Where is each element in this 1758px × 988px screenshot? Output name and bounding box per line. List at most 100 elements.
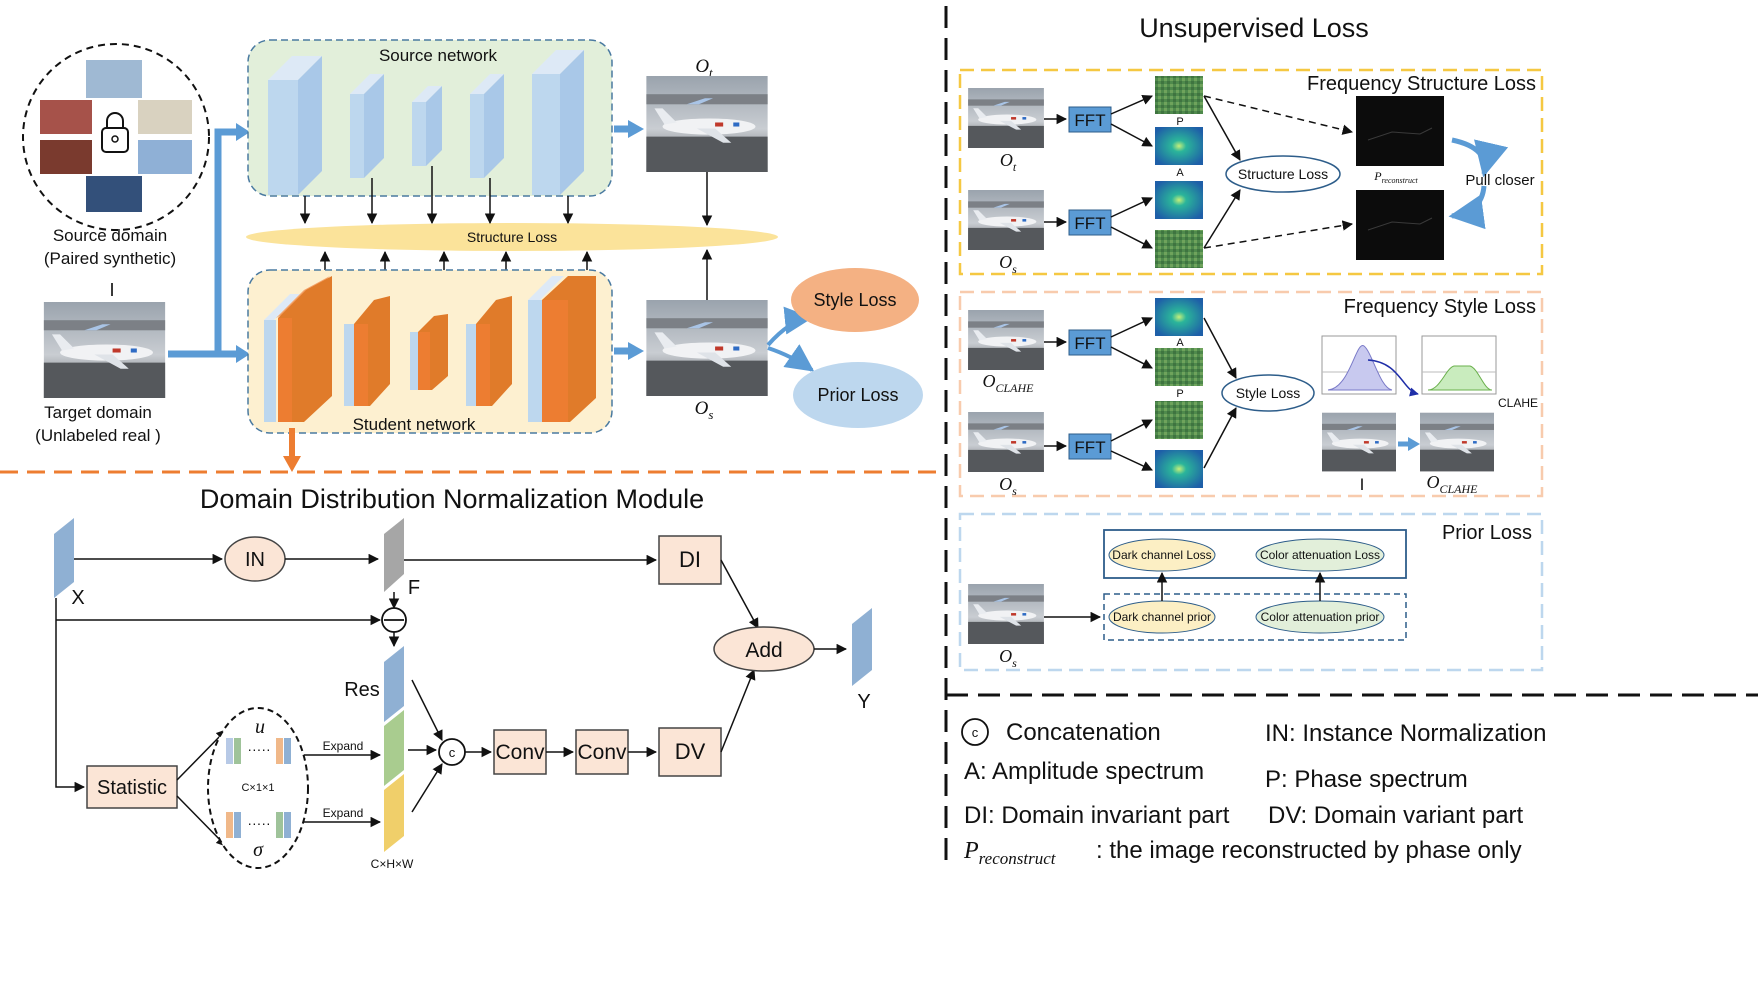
source-layer-3 (412, 86, 442, 102)
target-i-label: I (109, 280, 114, 300)
legend-p: P: Phase spectrum (1265, 766, 1468, 793)
conv-label-2: Conv (577, 741, 627, 764)
fft-label-2: FFT (1074, 214, 1105, 233)
p-reconstruct-image-1 (1356, 96, 1444, 166)
lock-icon (101, 112, 129, 153)
clahe-label: CLAHE (1498, 396, 1538, 410)
style-loss-ellipse (791, 268, 919, 332)
prior-os-image (968, 584, 1044, 644)
fstyle-a-label: A (1176, 337, 1184, 349)
dv-label: DV (675, 739, 706, 764)
source-layer-4 (470, 74, 504, 94)
fft-box-4 (1068, 433, 1112, 460)
legend-in: IN: Instance Normalization (1265, 720, 1546, 747)
fsl-os-label: Os (999, 252, 1017, 276)
fft-box-2 (1068, 209, 1112, 236)
fstyle-box (958, 290, 1544, 498)
fft-box-1 (1068, 106, 1112, 133)
sigma-expanded-feature (384, 774, 404, 852)
source-network-label: Source network (379, 46, 498, 65)
fsl-structure-loss-label: Structure Loss (1238, 166, 1328, 182)
u-expanded-feature (384, 710, 404, 786)
target-unlabeled-label: (Unlabeled real ) (35, 426, 161, 445)
fsl-title: Frequency Structure Loss (1307, 73, 1536, 95)
fsl-box (958, 68, 1544, 276)
dark-channel-loss-label: Dark channel Loss (1112, 548, 1211, 562)
prior-loss-panel: Prior Loss Os Dark channel Loss Color at… (958, 512, 1544, 672)
expand-label-2: Expand (323, 806, 364, 820)
pull-closer-label: Pull closer (1465, 172, 1534, 189)
source-image-2 (40, 100, 92, 134)
target-domain-group: I Target domain (Unlabeled real ) (35, 280, 165, 445)
source-layer-1 (268, 56, 322, 80)
di-box (658, 535, 722, 585)
fsl-ot-label: Ot (1000, 150, 1017, 174)
amplitude-spectrum-clahe (1155, 298, 1203, 336)
blue-arrow-head-student (236, 345, 250, 363)
legend-precon-def: : the image reconstructed by phase only (1096, 837, 1522, 864)
output-ot-image (646, 76, 767, 172)
source-image-3 (138, 100, 192, 134)
prior-loss-ellipse (793, 362, 923, 428)
clahe-input-image (1322, 413, 1396, 472)
x-feature (54, 518, 74, 598)
unsupervised-loss-title: Unsupervised Loss (1139, 13, 1369, 43)
source-paired-label: (Paired synthetic) (44, 249, 176, 268)
legend-precon-symbol: Preconstruct (963, 838, 1057, 868)
fstyle-title: Frequency Style Loss (1344, 296, 1536, 318)
sigma-channels (226, 812, 291, 838)
student-network-label: Student network (353, 415, 476, 434)
fsl-os-image (968, 190, 1044, 250)
clahe-i-label: I (1360, 475, 1365, 494)
res-feature (384, 646, 404, 722)
histogram-mapping-arrow (1367, 359, 1419, 397)
concat-c: c (449, 745, 456, 760)
clahe-oclahe-label: OCLAHE (1426, 472, 1478, 496)
phase-spectrum-ot (1155, 76, 1203, 114)
structure-loss-ellipse (246, 223, 778, 251)
target-domain-label: Target domain (44, 403, 152, 422)
dark-channel-prior-label: Dark channel prior (1113, 610, 1211, 624)
pull-closer-arrow-top (1451, 137, 1509, 178)
u-channels (226, 738, 291, 764)
fft-label-1: FFT (1074, 111, 1105, 130)
di-label: DI (679, 547, 701, 572)
fsl-a-label-1: A (1176, 167, 1184, 179)
legend-di: DI: Domain invariant part (964, 802, 1230, 829)
sigma-dots: ····· (247, 815, 270, 831)
clahe-output-image (1420, 413, 1494, 472)
fsl-p-label-1: P (1176, 116, 1183, 128)
color-atten-prior-label: Color attenuation prior (1261, 610, 1380, 624)
phase-spectrum-os (1155, 230, 1203, 268)
source-image-5 (138, 140, 192, 174)
chw-label: C×H×W (371, 857, 414, 871)
fstyle-os-label: Os (999, 474, 1017, 498)
structure-loss-label: Structure Loss (467, 229, 557, 245)
amplitude-spectrum-os-style (1155, 450, 1203, 488)
x-label: X (71, 587, 84, 609)
conv-label-1: Conv (495, 741, 545, 764)
blue-arrow-to-ot (628, 120, 644, 138)
prior-os-label: Os (999, 646, 1017, 670)
concat-legend-icon (961, 718, 989, 746)
phase-spectrum-clahe (1155, 348, 1203, 386)
legend-a: A: Amplitude spectrum (964, 758, 1204, 785)
u-label: u (255, 716, 265, 738)
prior-title: Prior Loss (1442, 522, 1532, 544)
in-label: IN (245, 549, 265, 571)
amplitude-spectrum-os (1155, 181, 1203, 219)
legend-dv: DV: Domain variant part (1268, 802, 1524, 829)
ot-label: Ot (695, 56, 713, 80)
statistic-box (86, 765, 178, 809)
statistic-label: Statistic (97, 777, 167, 799)
u-dots: ····· (247, 741, 270, 757)
color-atten-loss-ellipse (1255, 538, 1385, 572)
dv-box (658, 727, 722, 777)
frequency-structure-loss-panel: Frequency Structure Loss Ot Os FFT FFT P… (958, 68, 1544, 276)
target-image (44, 302, 165, 398)
fstyle-oclahe-image (968, 310, 1044, 370)
amplitude-spectrum-ot (1155, 127, 1203, 165)
f-label: F (408, 577, 420, 599)
curve-to-style-loss (766, 306, 813, 347)
y-feature (852, 608, 872, 686)
